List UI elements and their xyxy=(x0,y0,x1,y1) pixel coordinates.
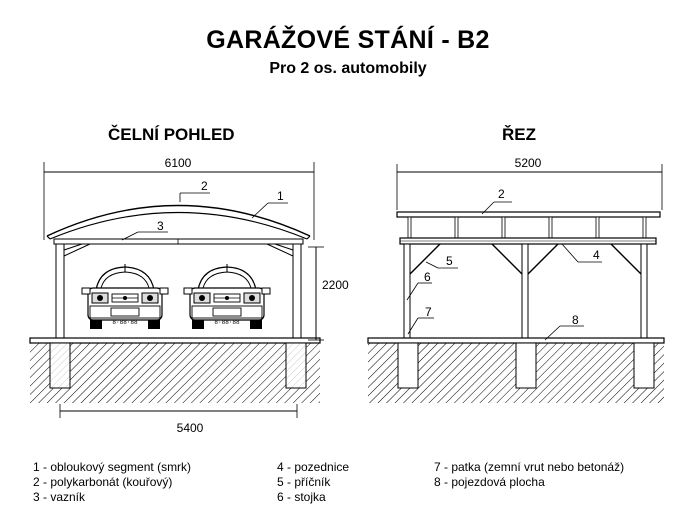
roof-arc-inner xyxy=(49,211,308,240)
section-post-middle xyxy=(521,243,529,339)
front-view-title: ČELNÍ POHLED xyxy=(108,125,235,144)
front-truss xyxy=(53,238,304,245)
section-callout-6: 6 xyxy=(424,270,431,284)
section-callout-5: 5 xyxy=(446,254,453,268)
legend-column-1: 1 - obloukový segment (smrk) 2 - polykar… xyxy=(33,460,191,505)
front-view: 6100 8·88·88 8·88·88 2200 xyxy=(29,156,349,435)
front-post-left xyxy=(55,243,65,339)
legend-item-8: 8 - pojezdová plocha xyxy=(434,475,545,489)
section-post-left xyxy=(403,243,411,339)
section-post-right xyxy=(640,243,648,339)
section-view-title: ŘEZ xyxy=(502,125,536,144)
front-callout-1: 1 xyxy=(277,189,284,203)
legend-column-2: 4 - pozednice 5 - příčník 6 - stojka xyxy=(277,460,349,505)
front-callout-2: 2 xyxy=(201,179,208,193)
front-ground-hatch xyxy=(30,343,320,403)
section-callout-8: 8 xyxy=(572,313,579,327)
legend-column-3: 7 - patka (zemní vrut nebo betonáž) 8 - … xyxy=(434,460,624,490)
front-dim-height: 2200 xyxy=(322,278,349,292)
legend-item-1: 1 - obloukový segment (smrk) xyxy=(33,460,192,474)
legend-item-5: 5 - příčník xyxy=(277,475,331,489)
section-footing-middle xyxy=(515,342,537,389)
section-footing-right xyxy=(633,342,655,389)
section-dim-top: 5200 xyxy=(515,156,542,170)
front-dim-bottom: 5400 xyxy=(177,421,204,435)
legend-item-7: 7 - patka (zemní vrut nebo betonáž) xyxy=(434,460,625,474)
legend-item-6: 6 - stojka xyxy=(277,490,326,504)
front-callout-3: 3 xyxy=(157,219,164,233)
section-callout-2: 2 xyxy=(498,187,505,201)
legend-item-4: 4 - pozednice xyxy=(277,460,350,474)
section-view: 5200 2 5 xyxy=(367,156,665,403)
car-left-plate: 8·88·88 xyxy=(112,319,138,326)
legend-item-2: 2 - polykarbonát (kouřový) xyxy=(33,475,173,489)
legend-item-3: 3 - vazník xyxy=(33,490,86,504)
section-slab xyxy=(367,337,665,344)
section-roof xyxy=(396,211,661,218)
front-slab xyxy=(29,337,321,344)
section-callout-4: 4 xyxy=(593,248,600,262)
section-footing-left xyxy=(397,342,419,389)
roof-arc-outer xyxy=(46,204,311,237)
drawing-subtitle: Pro 2 os. automobily xyxy=(269,60,427,77)
front-post-right xyxy=(292,243,302,339)
section-callout-7: 7 xyxy=(425,305,432,319)
car-right-plate: 8·88·88 xyxy=(214,319,240,326)
front-dim-top: 6100 xyxy=(165,156,192,170)
drawing-title: GARÁŽOVÉ STÁNÍ - B2 xyxy=(206,26,490,54)
